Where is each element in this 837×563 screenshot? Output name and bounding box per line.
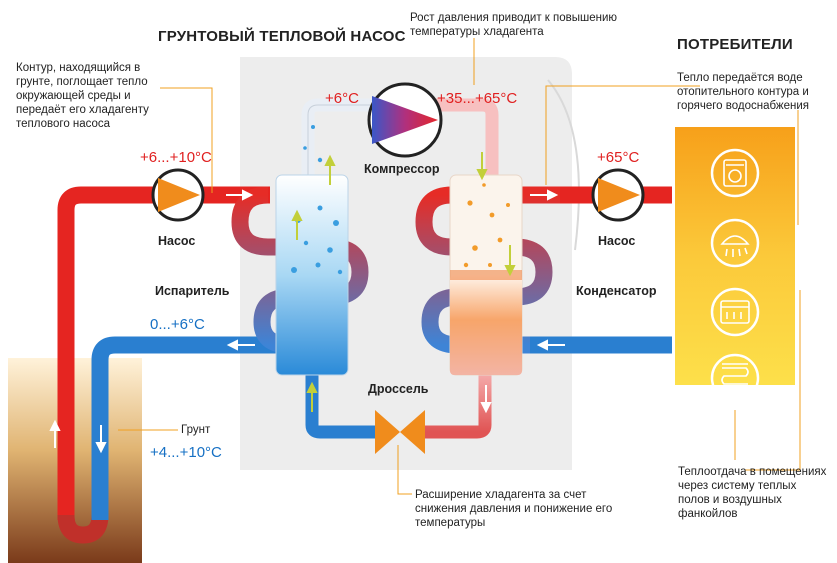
consumer-note: Тепло передаётся воде отопительного конт…: [677, 72, 810, 112]
compressor-label: Компрессор: [364, 162, 440, 176]
evaporator-label: Испаритель: [155, 284, 230, 298]
consumers-title: ПОТРЕБИТЕЛИ: [677, 36, 793, 53]
washing-machine-icon: [710, 148, 760, 198]
pump-right-symbol: [591, 168, 645, 222]
ground-label: Грунт: [181, 424, 211, 436]
compressor-symbol: [367, 82, 443, 158]
compressor-note: Рост давления приводит к повышению темпе…: [410, 12, 618, 38]
pump-left-label: Насос: [158, 234, 196, 248]
evaporator-vessel: [275, 174, 349, 376]
throttle-label: Дроссель: [368, 382, 429, 396]
ground-return-temp: 0...+6°C: [150, 316, 205, 333]
heat-output-note: Теплоотдача в помещениях через систему т…: [678, 466, 827, 520]
ground-inlet-temp: +6...+10°C: [140, 149, 212, 166]
ground-supply-pipe: [57, 186, 270, 520]
ground-temperature: +4...+10°C: [150, 444, 222, 461]
pump-right-label: Насос: [598, 234, 636, 248]
ground-loop-note: Контур, находящийся в грунте, поглощает …: [16, 62, 149, 130]
evaporator-outlet-temp: +6°C: [325, 90, 359, 107]
compressor-outlet-temp: +35...+65°C: [437, 90, 518, 107]
pump-left-symbol: [151, 168, 205, 222]
heat-pump-title: ГРУНТОВЫЙ ТЕПЛОВОЙ НАСОС: [158, 28, 406, 45]
floor-heating-icon: [710, 353, 760, 403]
shower-icon: [710, 218, 760, 268]
radiator-icon: [710, 287, 760, 337]
throttle-note: Расширение хладагента за счет снижения д…: [415, 489, 613, 529]
consumer-supply-temp: +65°C: [597, 149, 640, 166]
condenser-label: Конденсатор: [576, 284, 657, 298]
ground-return-pipe: [91, 336, 280, 520]
throttle-valve: [375, 410, 425, 454]
